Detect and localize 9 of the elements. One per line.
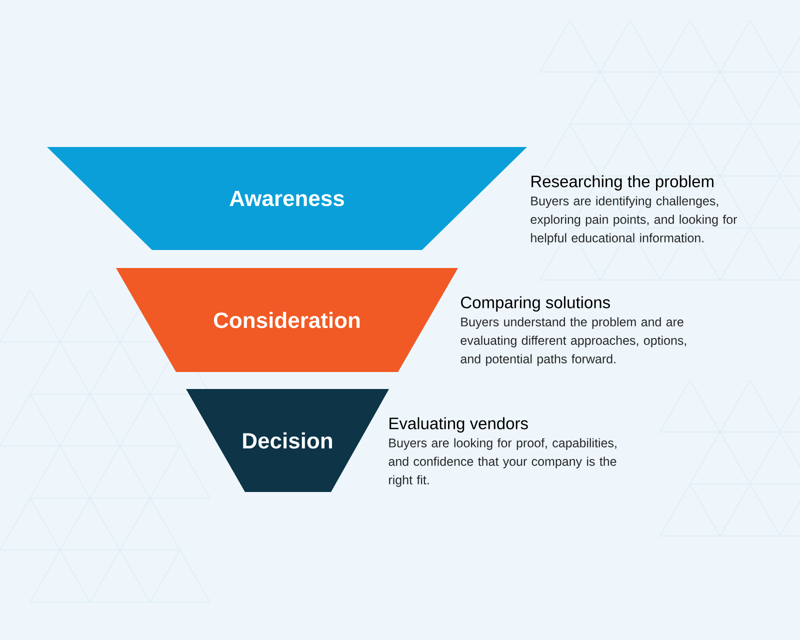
- funnel-stage: Decision: [186, 389, 389, 492]
- stage-description: Buyers are looking for proof, capabilities, and confidence that your company is the right fit.: [388, 438, 616, 487]
- funnel-stage: Awareness: [47, 147, 527, 250]
- stage-description: Buyers understand the problem and are evaluating different approaches, options, and potential paths forward.: [460, 317, 686, 366]
- stage-heading: Comparing solutions: [461, 296, 610, 312]
- stage-heading: Evaluating vendors: [390, 417, 528, 433]
- funnel-stage: Consideration: [116, 268, 458, 372]
- stage-description: Buyers are identifying challenges, exploring pain points, and looking for helpful educational information.: [530, 196, 738, 245]
- stage-heading: Researching the problem: [532, 175, 714, 191]
